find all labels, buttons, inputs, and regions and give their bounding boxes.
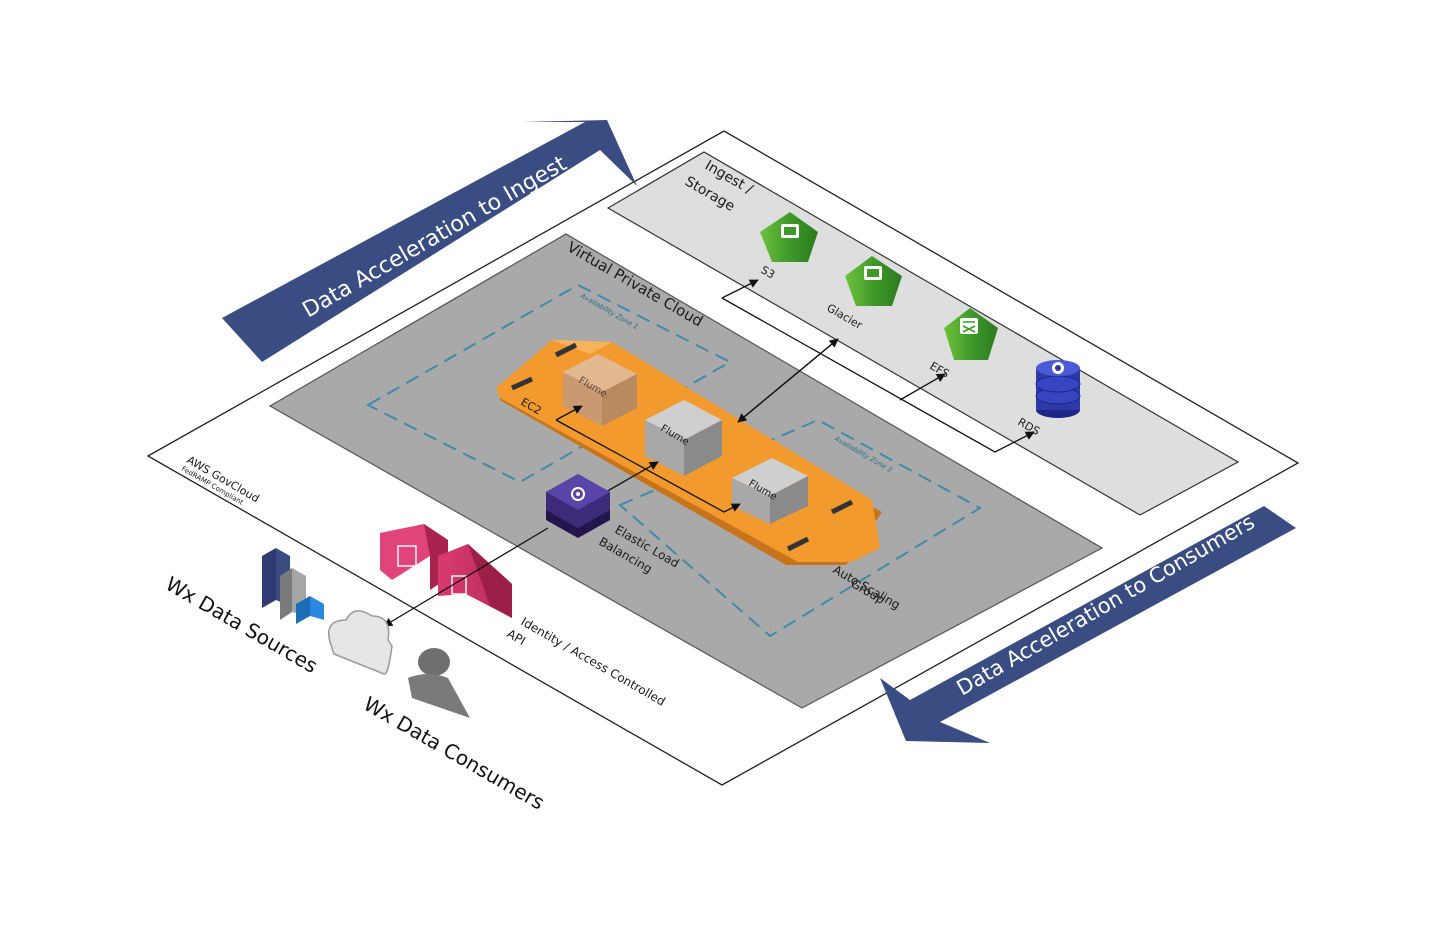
availability-zone-1 — [365, 283, 733, 484]
flume-node-2[interactable] — [645, 400, 722, 476]
flume-node-1[interactable] — [563, 354, 637, 426]
data-sources-icon — [262, 548, 324, 624]
elastic-load-balancing-icon[interactable] — [546, 474, 610, 538]
data-consumers-icon — [408, 648, 470, 718]
storage-bus — [721, 279, 759, 299]
asg-connector — [555, 419, 741, 513]
asg-to-storage-back — [737, 338, 839, 423]
api-to-consumers — [383, 527, 549, 627]
glacier-icon[interactable] — [845, 256, 902, 306]
cloud-icon — [328, 610, 393, 675]
storage-to-efs — [899, 373, 946, 401]
consumers-arrow — [880, 506, 1296, 743]
rds-icon[interactable] — [1035, 360, 1081, 418]
flume-node-3[interactable] — [732, 458, 808, 524]
api-gateway-icon[interactable] — [380, 524, 512, 618]
efs-icon[interactable] — [944, 308, 998, 360]
s3-label: S3 — [759, 263, 778, 281]
storage-bus-main — [721, 297, 1035, 453]
asg-connector-up — [555, 405, 583, 421]
s3-icon[interactable] — [760, 212, 818, 262]
ingest-arrow — [222, 120, 637, 362]
